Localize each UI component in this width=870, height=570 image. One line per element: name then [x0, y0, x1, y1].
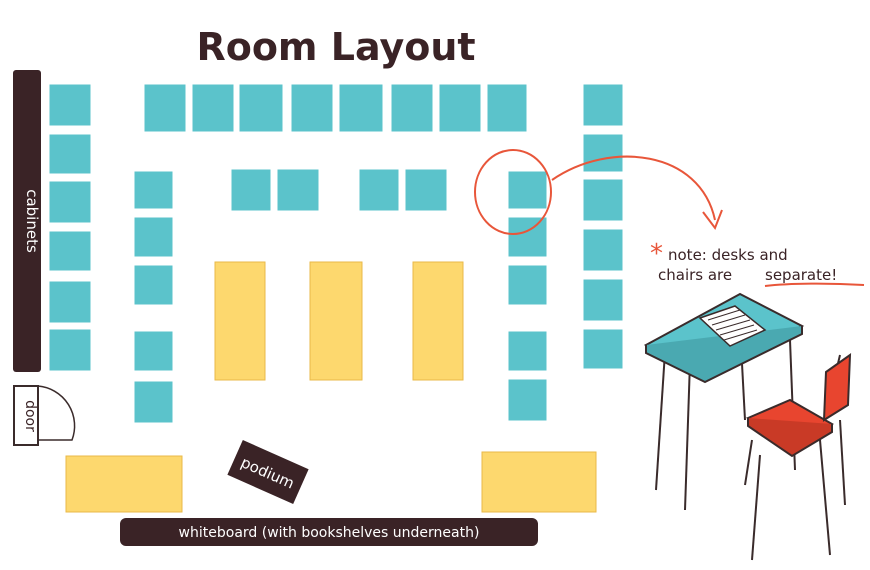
- desk: [405, 169, 447, 211]
- cabinets-label: cabinets: [23, 189, 41, 253]
- desk: [583, 229, 623, 271]
- tables: [65, 261, 597, 513]
- desk: [583, 84, 623, 126]
- desk: [291, 84, 333, 132]
- chair-leg: [819, 439, 831, 556]
- desk-leg: [655, 351, 666, 491]
- paper-lines: [707, 309, 758, 341]
- cabinets: cabinets: [13, 70, 41, 372]
- desk: [508, 217, 547, 257]
- desk: [439, 84, 481, 132]
- desk: [49, 134, 91, 174]
- paper-icon: [698, 305, 767, 347]
- desk: [339, 84, 383, 132]
- desk: [508, 171, 547, 209]
- table: [65, 455, 183, 513]
- whiteboard-bar: [120, 518, 538, 546]
- note-line2-a: chairs are: [658, 266, 732, 284]
- chair-leg: [744, 439, 753, 486]
- door-label: door: [22, 400, 38, 432]
- door-frame: [13, 385, 39, 446]
- arrow-curve: [551, 155, 716, 221]
- table: [309, 261, 363, 381]
- door-swing: [37, 385, 76, 441]
- desk: [487, 84, 527, 132]
- asterisk-icon: *: [650, 239, 663, 269]
- desk-leg: [684, 361, 691, 511]
- desk: [134, 331, 173, 371]
- chair-leg: [839, 419, 846, 506]
- note-underline: [764, 282, 865, 287]
- chair-leg: [751, 454, 761, 561]
- table: [412, 261, 464, 381]
- chair-back: [822, 353, 852, 422]
- desk: [49, 281, 91, 323]
- highlight-circle: [474, 149, 552, 235]
- note-line2-b: separate!: [765, 266, 837, 284]
- desk-illustration: [643, 292, 805, 511]
- table: [214, 261, 266, 381]
- desk: [508, 331, 547, 371]
- desk: [277, 169, 319, 211]
- cabinets-bar: [13, 70, 41, 372]
- desk: [49, 181, 91, 223]
- desk: [239, 84, 283, 132]
- desk: [583, 329, 623, 369]
- highlight-annotation: [474, 149, 723, 235]
- desk: [583, 179, 623, 221]
- desk: [49, 231, 91, 271]
- desk: [583, 279, 623, 321]
- door: door: [13, 385, 76, 446]
- desk: [49, 329, 91, 371]
- desk: [144, 84, 186, 132]
- arrow-head: [702, 209, 723, 231]
- desk: [583, 134, 623, 172]
- desk: [231, 169, 271, 211]
- podium-shape: [227, 440, 309, 504]
- desk: [359, 169, 399, 211]
- note: * note: desks and chairs are separate!: [650, 239, 865, 287]
- page-title: Room Layout: [196, 25, 475, 69]
- chair-illustration: [744, 353, 852, 561]
- desk-edge: [645, 326, 803, 384]
- desk: [49, 84, 91, 126]
- desk: [134, 381, 173, 423]
- desk: [508, 265, 547, 305]
- podium: podium: [227, 440, 309, 504]
- desk: [192, 84, 234, 132]
- table: [481, 451, 597, 513]
- whiteboard-label: whiteboard (with bookshelves underneath): [179, 525, 480, 541]
- desks: [49, 84, 623, 423]
- desk: [134, 265, 173, 305]
- whiteboard: whiteboard (with bookshelves underneath): [120, 518, 538, 546]
- desk: [391, 84, 433, 132]
- chair-seat-edge: [747, 418, 833, 458]
- desk: [134, 171, 173, 209]
- desk: [134, 217, 173, 257]
- desk: [508, 379, 547, 421]
- note-line1: note: desks and: [668, 246, 788, 264]
